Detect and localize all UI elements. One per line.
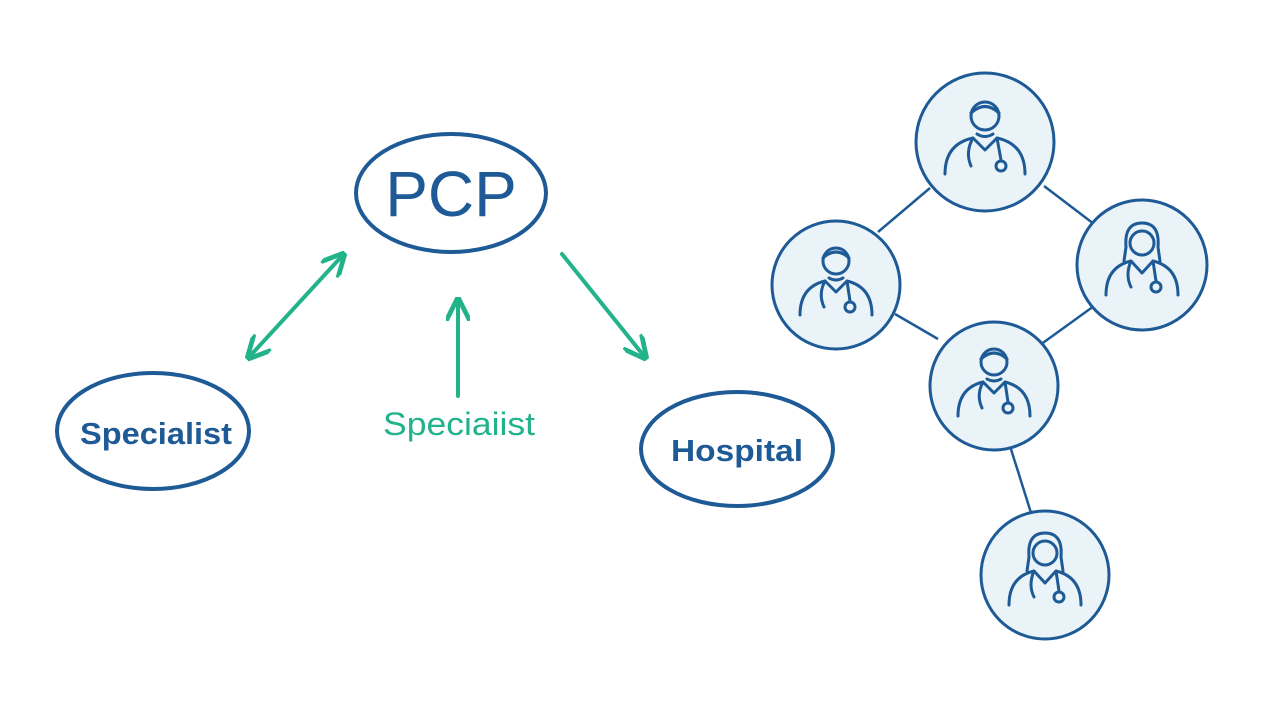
male-doctor-icon [798,246,874,317]
specialist-label: Specialist [80,416,232,451]
doctor-node [979,509,1111,641]
female-doctor-icon [1104,221,1180,297]
doctor-node [928,320,1060,452]
hospital-node: Hospital [639,390,835,508]
specialist-middle-label: Speciaiist [383,406,535,442]
network-link [894,312,939,341]
arrow-pcp-to-hospital [560,252,644,356]
female-doctor-icon [1007,531,1083,607]
network-link [1008,445,1034,517]
doctor-node [914,71,1056,213]
network-link [877,187,931,233]
male-doctor-icon [943,100,1027,176]
hospital-label: Hospital [671,433,803,468]
doctor-network [770,71,1209,641]
doctor-node [1075,198,1209,332]
doctor-node [770,219,902,351]
pcp-label: PCP [385,158,517,230]
flow-diagram: PCP Specialist Speciaiist Hospital [55,132,835,508]
network-link [1039,304,1095,347]
specialist-node: Specialist [55,371,251,491]
pcp-node: PCP [354,132,548,254]
arrow-pcp-specialist-bidirectional [250,256,342,356]
network-link [1043,185,1095,225]
male-doctor-icon [956,347,1032,418]
